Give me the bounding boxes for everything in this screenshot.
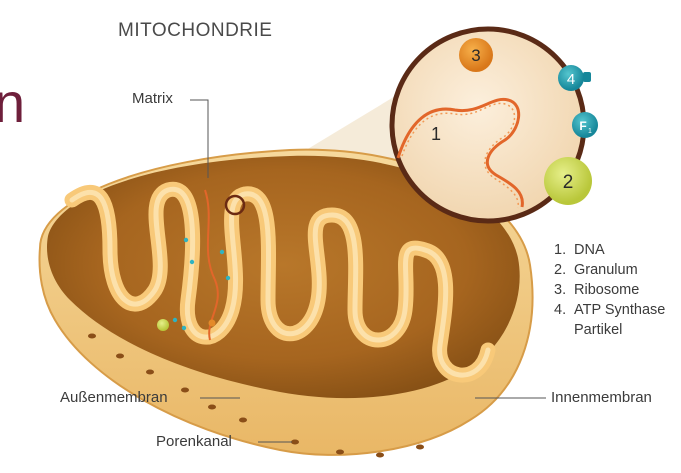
legend-item-dna: 1.DNA bbox=[554, 240, 665, 260]
label-matrix: Matrix bbox=[132, 90, 173, 107]
marker-f1-sub: 1 bbox=[588, 128, 592, 135]
legend-item-ribosome: 3.Ribosome bbox=[554, 280, 665, 300]
partial-heading: n bbox=[0, 70, 25, 135]
label-aussenmembran: Außenmembran bbox=[60, 389, 168, 406]
diagram-title: MITOCHONDRIE bbox=[118, 20, 272, 42]
legend-item-atp-synthase-cont: Partikel bbox=[554, 320, 665, 340]
legend-item-atp-synthase: 4.ATP Synthase bbox=[554, 300, 665, 320]
inner-ribosome bbox=[209, 320, 216, 327]
label-porenkanal: Porenkanal bbox=[156, 433, 232, 450]
marker-4: 4 bbox=[567, 71, 575, 88]
inner-granulum bbox=[157, 319, 169, 331]
marker-f1: F bbox=[579, 119, 586, 133]
marker-3: 3 bbox=[471, 46, 480, 65]
marker-1: 1 bbox=[431, 124, 441, 144]
label-innenmembran: Innenmembran bbox=[551, 389, 652, 406]
marker-2: 2 bbox=[563, 172, 574, 193]
atp-particle-stem bbox=[583, 72, 591, 82]
legend: 1.DNA 2.Granulum 3.Ribosome 4.ATP Syntha… bbox=[554, 240, 665, 340]
legend-item-granulum: 2.Granulum bbox=[554, 260, 665, 280]
